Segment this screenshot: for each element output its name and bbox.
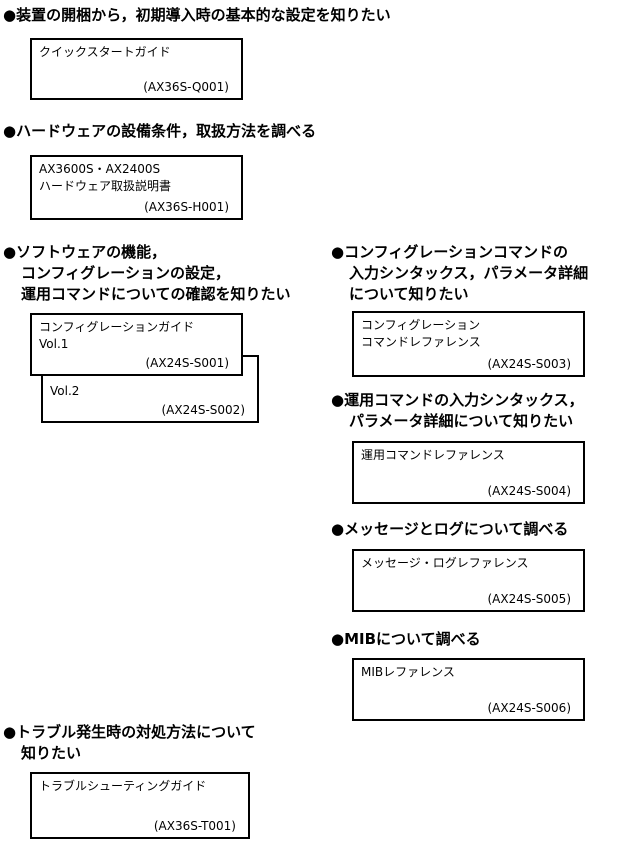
trouble-manual-title: トラブルシューティングガイド <box>39 778 206 795</box>
software-manual-vol1-box: コンフィグレーションガイド Vol.1 (AX24S-S001) <box>30 313 243 376</box>
bullet-icon: ● <box>3 6 17 24</box>
setup-manual-title: クイックスタートガイド <box>39 44 171 61</box>
setup-manual-code: (AX36S-Q001) <box>143 80 229 94</box>
software-manual-vol2-code: (AX24S-S002) <box>161 403 245 417</box>
config-cmd-heading: ●コンフィグレーションコマンドの 入力シンタックス，パラメータ詳細 について知り… <box>331 242 588 305</box>
hardware-manual-title: AX3600S・AX2400S ハードウェア取扱説明書 <box>39 161 171 195</box>
hardware-manual-title-line-2: ハードウェア取扱説明書 <box>39 179 172 193</box>
messages-manual-box: メッセージ・ログレファレンス (AX24S-S005) <box>352 549 585 612</box>
config-cmd-heading-line-1: コンフィグレーションコマンドの <box>344 243 569 261</box>
setup-heading-line-1: 装置の開梱から，初期導入時の基本的な設定を知りたい <box>16 6 391 24</box>
hardware-manual-code: (AX36S-H001) <box>144 200 229 214</box>
bullet-icon: ● <box>3 243 17 261</box>
op-cmd-manual-title-line-1: 運用コマンドレファレンス <box>361 448 505 462</box>
trouble-manual-code: (AX36S-T001) <box>153 819 236 833</box>
messages-manual-title: メッセージ・ログレファレンス <box>361 555 529 572</box>
bullet-icon: ● <box>331 243 345 261</box>
trouble-heading-line-2: 知りたい <box>21 744 82 762</box>
software-heading-line-3: 運用コマンドについての確認を知りたい <box>21 285 291 303</box>
bullet-icon: ● <box>3 723 17 741</box>
mib-manual-code: (AX24S-S006) <box>487 701 571 715</box>
software-manual-vol1-title-line-2: Vol.1 <box>39 337 69 351</box>
software-heading: ●ソフトウェアの機能， コンフィグレーションの設定， 運用コマンドについての確認… <box>3 242 291 305</box>
mib-manual-title-line-1: MIBレファレンス <box>361 665 455 679</box>
trouble-heading: ●トラブル発生時の対処方法について 知りたい <box>3 722 256 764</box>
config-cmd-heading-line-2: 入力シンタックス，パラメータ詳細 <box>349 264 589 282</box>
setup-manual-title-line-1: クイックスタートガイド <box>39 45 171 59</box>
messages-heading: ●メッセージとログについて調べる <box>331 519 568 540</box>
hardware-manual-box: AX3600S・AX2400S ハードウェア取扱説明書 (AX36S-H001) <box>30 155 243 220</box>
mib-heading-line-1: MIBについて調べる <box>344 630 481 648</box>
trouble-manual-title-line-1: トラブルシューティングガイド <box>39 779 207 793</box>
bullet-icon: ● <box>3 122 17 140</box>
messages-manual-title-line-1: メッセージ・ログレファレンス <box>361 556 529 570</box>
op-cmd-manual-code: (AX24S-S004) <box>487 484 571 498</box>
setup-heading: ●装置の開梱から，初期導入時の基本的な設定を知りたい <box>3 5 391 26</box>
mib-heading: ●MIBについて調べる <box>331 629 481 650</box>
config-cmd-manual-code: (AX24S-S003) <box>487 357 571 371</box>
software-manual-vol1-title: コンフィグレーションガイド Vol.1 <box>39 319 194 353</box>
op-cmd-manual-title: 運用コマンドレファレンス <box>361 447 505 464</box>
config-cmd-manual-box: コンフィグレーション コマンドレファレンス (AX24S-S003) <box>352 311 585 377</box>
software-heading-line-1: ソフトウェアの機能， <box>16 243 167 261</box>
trouble-heading-line-1: トラブル発生時の対処方法について <box>16 723 256 741</box>
op-cmd-manual-box: 運用コマンドレファレンス (AX24S-S004) <box>352 441 585 504</box>
hardware-heading: ●ハードウェアの設備条件，取扱方法を調べる <box>3 121 316 142</box>
software-manual-vol2-title-line-1: Vol.2 <box>50 384 80 398</box>
messages-heading-line-1: メッセージとログについて調べる <box>344 520 569 538</box>
bullet-icon: ● <box>331 391 345 409</box>
config-cmd-heading-line-3: について知りたい <box>349 285 469 303</box>
mib-manual-title: MIBレファレンス <box>361 664 455 681</box>
config-cmd-manual-title-line-1: コンフィグレーション <box>361 318 481 332</box>
mib-manual-box: MIBレファレンス (AX24S-S006) <box>352 658 585 721</box>
software-manual-vol1-title-line-1: コンフィグレーションガイド <box>39 320 195 334</box>
messages-manual-code: (AX24S-S005) <box>487 592 571 606</box>
bullet-icon: ● <box>331 630 345 648</box>
op-cmd-heading-line-2: パラメータ詳細について知りたい <box>349 412 574 430</box>
software-heading-line-2: コンフィグレーションの設定， <box>21 264 230 282</box>
trouble-manual-box: トラブルシューティングガイド (AX36S-T001) <box>30 772 250 839</box>
config-cmd-manual-title-line-2: コマンドレファレンス <box>361 335 481 349</box>
op-cmd-heading-line-1: 運用コマンドの入力シンタックス， <box>344 391 584 409</box>
config-cmd-manual-title: コンフィグレーション コマンドレファレンス <box>361 317 481 351</box>
hardware-manual-title-line-1: AX3600S・AX2400S <box>39 162 161 176</box>
setup-manual-box: クイックスタートガイド (AX36S-Q001) <box>30 38 243 100</box>
op-cmd-heading: ●運用コマンドの入力シンタックス， パラメータ詳細について知りたい <box>331 390 584 432</box>
software-manual-vol2-title: Vol.2 <box>50 383 79 400</box>
software-manual-vol1-code: (AX24S-S001) <box>145 356 229 370</box>
hardware-heading-line-1: ハードウェアの設備条件，取扱方法を調べる <box>16 122 317 140</box>
bullet-icon: ● <box>331 520 345 538</box>
